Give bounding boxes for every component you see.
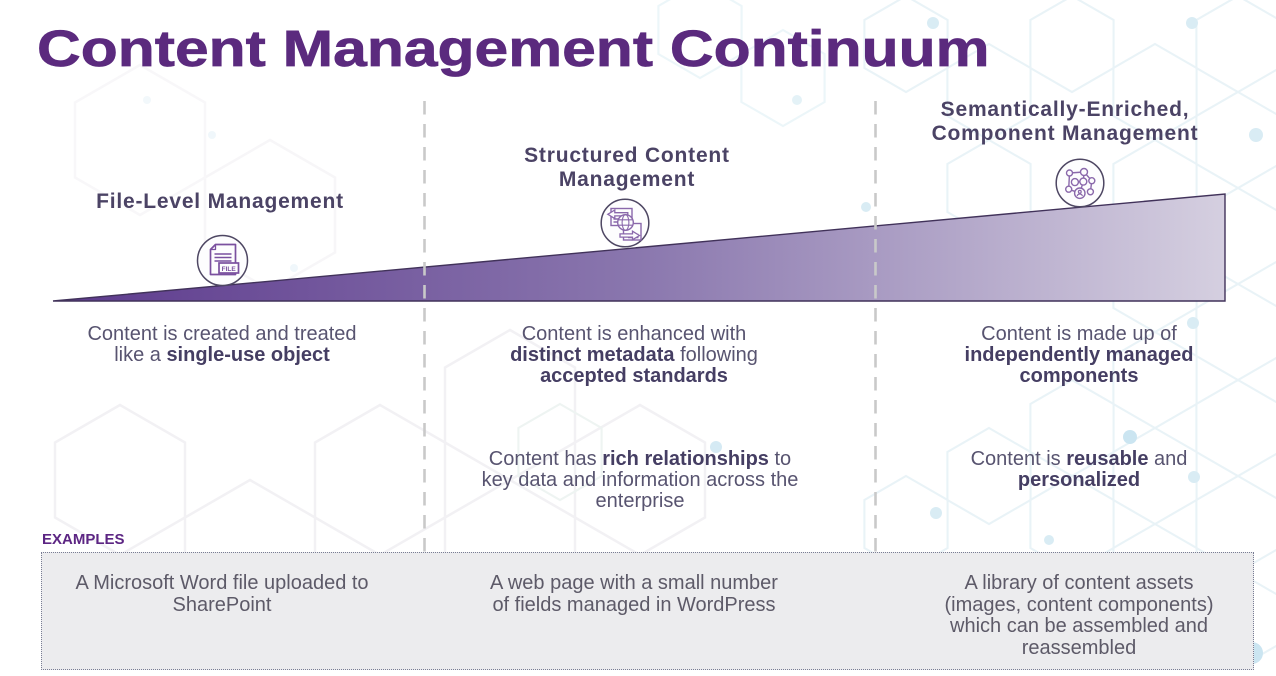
svg-text:FILE: FILE xyxy=(222,266,237,273)
